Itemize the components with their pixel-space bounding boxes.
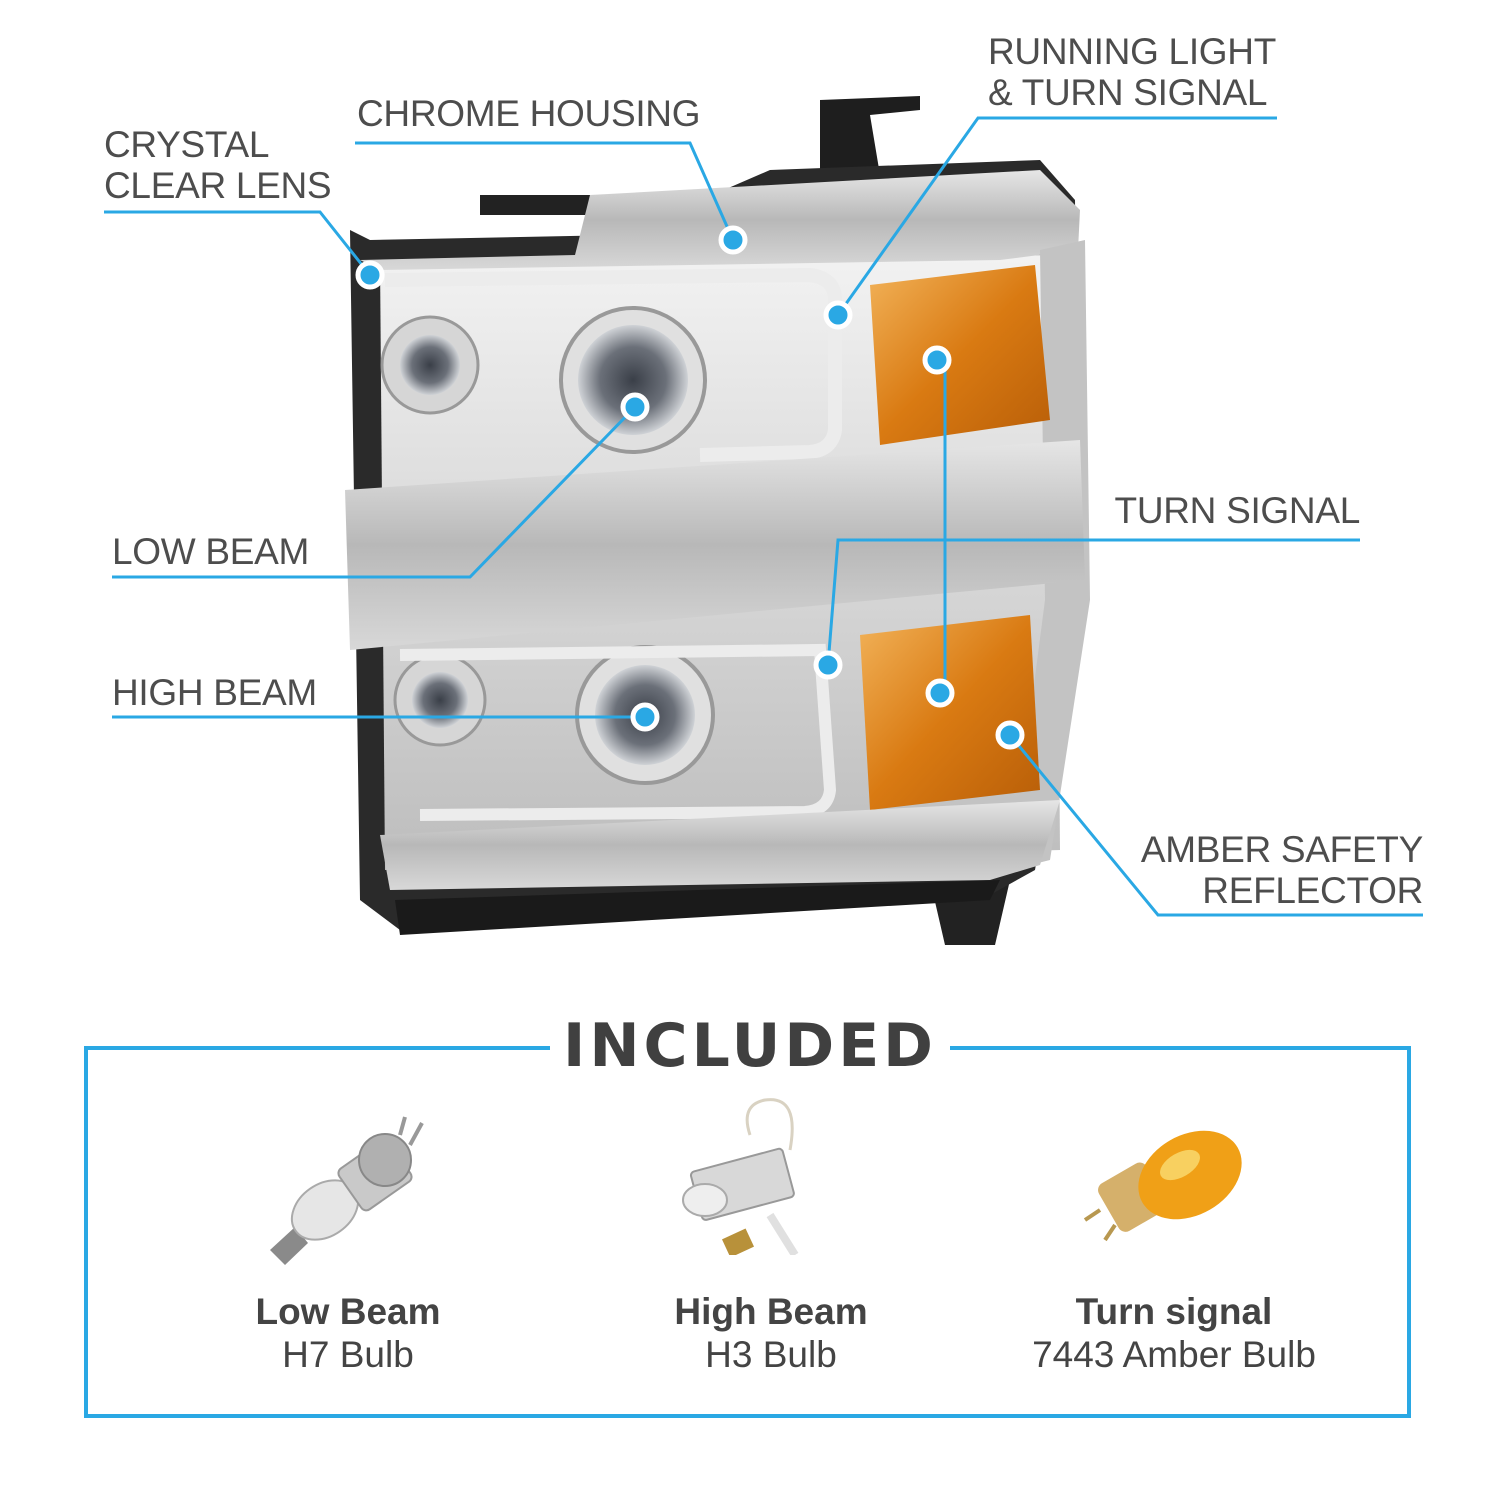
turn-signal-lower-marker — [925, 678, 955, 708]
7443-bulb-icon — [1083, 1130, 1242, 1242]
mount-tab — [820, 96, 920, 175]
bulb-name: Low Beam — [255, 1291, 441, 1332]
reflector-marker — [995, 720, 1025, 750]
low-beam-marker — [620, 392, 650, 422]
running-light-marker — [823, 300, 853, 330]
callout-amber-safety-reflector: AMBER SAFETY REFLECTOR — [1140, 829, 1423, 911]
callout-high-beam: HIGH BEAM — [112, 672, 317, 713]
chrome-housing — [360, 170, 1080, 270]
high-beam-marker — [630, 702, 660, 732]
running-light-lower-marker — [813, 650, 843, 680]
lens-marker — [355, 260, 385, 290]
housing-marker — [718, 225, 748, 255]
included-title: INCLUDED — [550, 1010, 950, 1082]
upper-amber-lens — [870, 265, 1050, 445]
turn-signal-upper-marker — [922, 345, 952, 375]
callout-low-beam: LOW BEAM — [112, 531, 310, 572]
bulb-card-high-beam: High Beam H3 Bulb — [571, 1290, 971, 1376]
bulb-type: H7 Bulb — [282, 1334, 414, 1375]
headlight-image — [104, 96, 1423, 945]
h3-bulb-icon — [682, 1098, 799, 1255]
callout-turn-signal: TURN SIGNAL — [1114, 490, 1361, 531]
bulb-name: High Beam — [674, 1291, 868, 1332]
lower-amber-lens — [860, 615, 1040, 810]
callout-chrome-housing: CHROME HOUSING — [357, 93, 701, 134]
callout-crystal-clear-lens: CRYSTAL CLEAR LENS — [104, 124, 332, 206]
bulb-card-turn-signal: Turn signal 7443 Amber Bulb — [974, 1290, 1374, 1376]
bulb-card-low-beam: Low Beam H7 Bulb — [148, 1290, 548, 1376]
callout-running-light-turn-signal: RUNNING LIGHT & TURN SIGNAL — [988, 31, 1276, 113]
h7-bulb-icon — [270, 1116, 424, 1265]
bulb-name: Turn signal — [1075, 1291, 1273, 1332]
bulb-type: H3 Bulb — [705, 1334, 837, 1375]
bulb-type: 7443 Amber Bulb — [1032, 1334, 1316, 1375]
low-beam-lens — [578, 325, 688, 435]
